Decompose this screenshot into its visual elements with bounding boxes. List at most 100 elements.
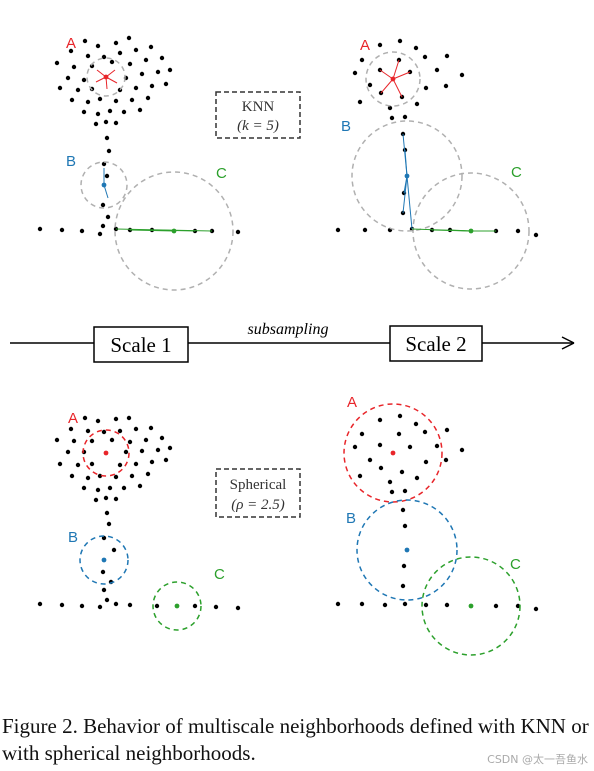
cloud-point	[117, 462, 123, 468]
cloud-point	[434, 67, 440, 73]
cloud-point	[192, 603, 198, 609]
cloud-point	[111, 547, 117, 553]
cloud-point	[95, 418, 101, 424]
cloud-point	[401, 563, 407, 569]
cloud-point	[100, 202, 106, 208]
cloud-point	[149, 459, 155, 465]
query-point-c	[468, 228, 474, 234]
cloud-point	[75, 462, 81, 468]
point-cloud-scale2-knn	[335, 38, 539, 238]
cloud-point	[93, 497, 99, 503]
cloud-point	[400, 507, 406, 513]
query-point-c	[171, 228, 177, 234]
point-cloud-scale1-knn	[37, 35, 241, 237]
cloud-point	[106, 521, 112, 527]
cloud-point	[387, 105, 393, 111]
cloud-point	[104, 135, 110, 141]
cloud-point	[389, 489, 395, 495]
cloud-point	[113, 474, 119, 480]
knn-edges-a	[95, 69, 118, 90]
knn-edges-a	[379, 59, 411, 98]
knn-neighborhood-a	[365, 51, 421, 107]
cloud-point	[213, 604, 219, 610]
cloud-point	[443, 83, 449, 89]
query-point-c	[468, 603, 474, 609]
cloud-point	[113, 416, 119, 422]
cloud-point	[352, 444, 358, 450]
cloud-point	[71, 64, 77, 70]
cloud-point	[402, 523, 408, 529]
cloud-point	[402, 114, 408, 120]
cloud-point	[97, 473, 103, 479]
cloud-point	[423, 85, 429, 91]
cloud-point	[137, 483, 143, 489]
cloud-point	[129, 97, 135, 103]
knn-neighborhood-a	[86, 57, 126, 97]
cloud-point	[145, 95, 151, 101]
cloud-point	[85, 475, 91, 481]
cloud-point	[101, 429, 107, 435]
cloud-point	[154, 603, 160, 609]
cloud-point	[126, 415, 132, 421]
cloud-point	[97, 604, 103, 610]
cloud-point	[127, 602, 133, 608]
cloud-point	[533, 606, 539, 612]
cloud-point	[367, 82, 373, 88]
cloud-point	[402, 601, 408, 607]
cloud-point	[71, 438, 77, 444]
spherical-legend-box: Spherical (ρ = 2.5)	[215, 468, 301, 518]
label-b: B	[68, 529, 78, 546]
cloud-point	[149, 83, 155, 89]
cloud-point	[139, 71, 145, 77]
label-b: B	[66, 153, 76, 170]
cloud-point	[89, 438, 95, 444]
cloud-point	[85, 53, 91, 59]
scale1-label: Scale 1	[110, 333, 171, 357]
cloud-point	[352, 70, 358, 76]
cloud-point	[377, 42, 383, 48]
cloud-point	[167, 445, 173, 451]
label-a: A	[66, 35, 76, 52]
cloud-point	[104, 597, 110, 603]
cloud-point	[362, 227, 368, 233]
cloud-point	[359, 431, 365, 437]
cloud-point	[159, 55, 165, 61]
query-point-b	[101, 557, 107, 563]
query-point-b	[404, 547, 410, 553]
watermark: CSDN @太一吾鱼水	[487, 753, 588, 766]
cloud-point	[79, 228, 85, 234]
knn-legend-box: KNN (k = 5)	[215, 91, 301, 139]
cloud-point	[515, 228, 521, 234]
cloud-point	[57, 461, 63, 467]
cloud-point	[65, 75, 71, 81]
spherical-neighborhood-b	[79, 535, 129, 585]
knn-neighborhood-b	[80, 161, 128, 209]
panel-scale1-knn: A B C	[37, 35, 241, 291]
cloud-point	[113, 496, 119, 502]
cloud-point	[82, 38, 88, 44]
knn-legend-line2: (k = 5)	[237, 118, 279, 134]
cloud-point	[407, 444, 413, 450]
label-c: C	[214, 566, 225, 583]
cloud-point	[85, 99, 91, 105]
cloud-point	[235, 605, 241, 611]
cloud-point	[104, 510, 110, 516]
spherical-legend-line1: Spherical	[230, 477, 287, 493]
query-point-a	[390, 450, 396, 456]
cloud-point	[148, 425, 154, 431]
cloud-point	[159, 435, 165, 441]
cloud-point	[387, 479, 393, 485]
cloud-point	[113, 601, 119, 607]
cloud-point	[117, 428, 123, 434]
knn-neighborhood-c	[114, 171, 234, 291]
query-point-a	[390, 76, 396, 82]
cloud-point	[129, 473, 135, 479]
cloud-point	[113, 120, 119, 126]
cloud-point	[155, 447, 161, 453]
panel-scale2-knn: A B C	[335, 37, 539, 290]
cloud-point	[402, 488, 408, 494]
cloud-point	[81, 109, 87, 115]
knn-edges-b	[402, 133, 413, 230]
cloud-point	[444, 602, 450, 608]
cloud-point	[105, 214, 111, 220]
